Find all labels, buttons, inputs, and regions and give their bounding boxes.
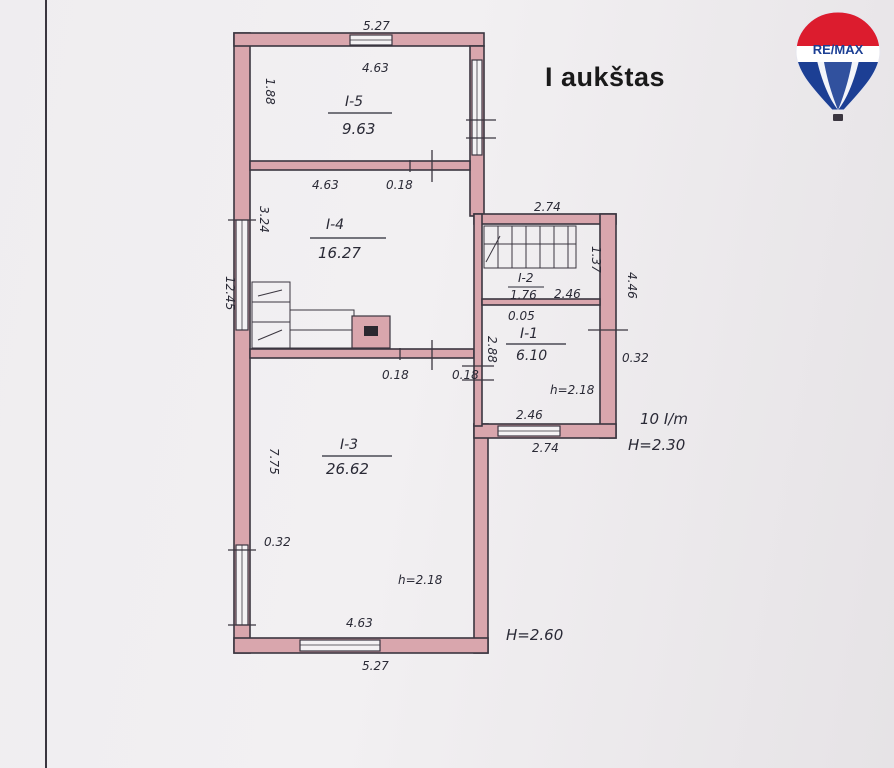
dim-r3-height: 7.75: [267, 448, 281, 475]
dim-bottom-outer: 5.27: [362, 659, 389, 673]
logo-text: RE/MAX: [813, 42, 864, 57]
room-r1-label: I-1: [520, 326, 538, 342]
annex-partition: [481, 298, 601, 306]
room-r3-area: 26.62: [326, 460, 369, 478]
dim-annex-H: H=2.30: [628, 436, 685, 454]
dim-r4-height: 3.24: [257, 206, 271, 233]
dim-top-outer: 5.27: [363, 19, 390, 33]
dim-r3-wall: 0.32: [264, 535, 291, 549]
dim-r4-wall: 0.18: [382, 368, 409, 382]
dim-annex-bottom-outer: 2.74: [532, 441, 559, 455]
dim-annex-top: 2.74: [534, 200, 561, 214]
annex-note: 10 I/m: [640, 410, 688, 428]
remax-balloon-logo: RE/MAX: [795, 11, 881, 121]
dimension-labels: 5.27 4.63 1.88 4.63 0.18 3.24 12.45 0.18…: [223, 19, 688, 673]
dim-annex-bottom-inner: 2.46: [516, 408, 543, 422]
staircase-main: [251, 281, 355, 349]
dim-annex-inner: 2.46: [554, 287, 581, 301]
paper-margin-line: [45, 0, 47, 768]
dim-annex-left: 2.88: [485, 336, 499, 363]
dim-annex-wall: 0.32: [622, 351, 649, 365]
room-r4-label: I-4: [326, 217, 344, 233]
room-r4-area: 16.27: [318, 244, 361, 262]
wall-right-lower: [473, 423, 489, 654]
room-r2-area: 1.76: [510, 288, 537, 302]
partition-r4-r3: [249, 348, 475, 359]
dim-annex-side-upper: 1.37: [589, 246, 603, 273]
dim-r5-height: 1.88: [263, 78, 277, 105]
dim-r3-h: h=2.18: [398, 573, 443, 587]
dim-annex-side: 4.46: [625, 272, 639, 299]
floor-title: I aukštas: [545, 62, 666, 92]
window-mullions: [241, 39, 560, 646]
annex-wall-top: [473, 213, 617, 225]
dim-main-H: H=2.60: [506, 626, 563, 644]
stove: [351, 315, 391, 349]
dim-r5-bottom: 4.63: [312, 178, 339, 192]
windows: [235, 34, 561, 652]
dim-bottom-inner: 4.63: [346, 616, 373, 630]
dim-top-inner: 4.63: [362, 61, 389, 75]
dim-annex-wall-thin: 0.05: [508, 309, 535, 323]
door-marks: [228, 119, 628, 626]
dim-annex-h: h=2.18: [550, 383, 595, 397]
annex-wall-left: [473, 213, 483, 427]
partition-r5-r4: [249, 160, 471, 171]
room-r2-label: I-2: [518, 271, 534, 285]
staircase-annex: [483, 225, 577, 269]
room-r5-area: 9.63: [342, 120, 375, 138]
room-labels: I-5 9.63 I-4 16.27 I-3 26.62 I-2 1.76 I-…: [310, 94, 566, 478]
dim-overall-length: 12.45: [223, 276, 237, 310]
room-r3-label: I-3: [340, 437, 358, 453]
dim-r4-wall2: 0.18: [452, 368, 479, 382]
room-r1-area: 6.10: [516, 348, 547, 364]
room-r5-label: I-5: [345, 94, 363, 110]
window-bottom: [299, 639, 381, 652]
dim-r5-wall: 0.18: [386, 178, 413, 192]
